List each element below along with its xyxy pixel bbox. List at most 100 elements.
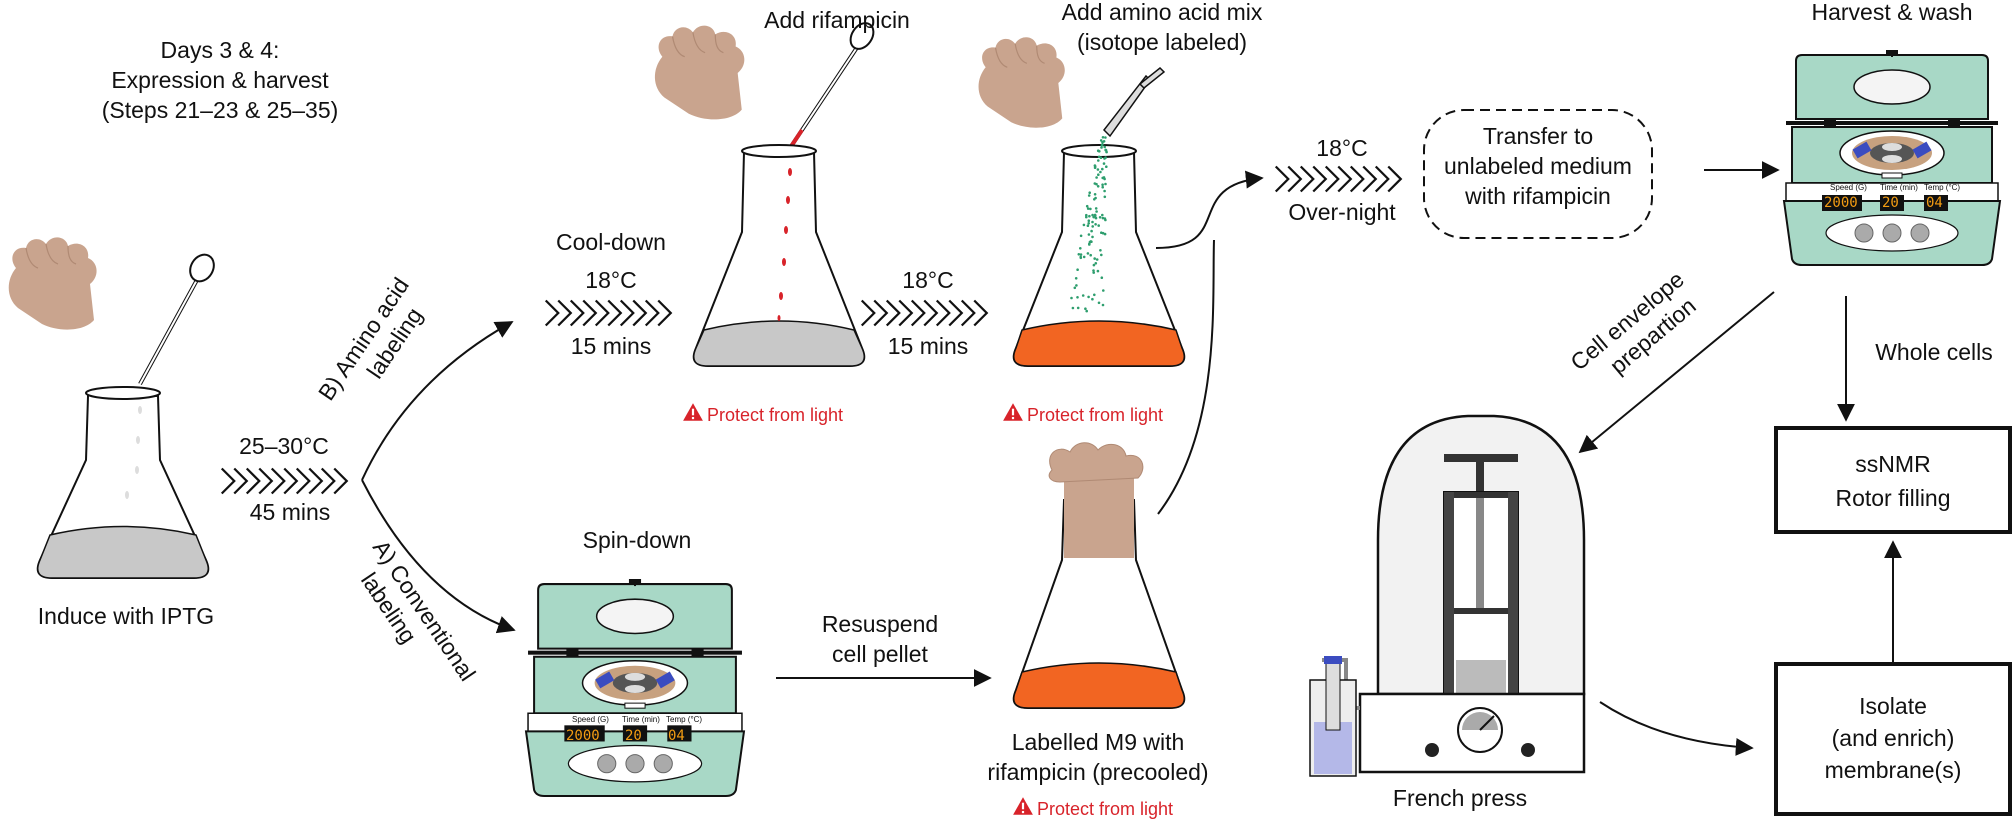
- particle-dot: [1079, 253, 1083, 256]
- particle-dot: [1090, 229, 1093, 233]
- hand-icon: [977, 36, 1066, 129]
- overnight-temp: 18°C: [1316, 135, 1367, 161]
- particle-dot: [1085, 309, 1088, 313]
- particle-dot: [1087, 222, 1090, 225]
- particle-dot: [1092, 269, 1095, 272]
- particle-dot: [1079, 256, 1083, 260]
- particle-dot: [1104, 182, 1107, 186]
- rifampicin-flask: [654, 22, 875, 367]
- isolate-line2: (and enrich): [1832, 725, 1955, 751]
- hand-icon: [654, 24, 745, 121]
- particle-dot: [1102, 289, 1105, 292]
- induce-label: Induce with IPTG: [38, 603, 214, 629]
- amino-acid-flask: [977, 36, 1186, 367]
- particle-dot: [1085, 213, 1088, 217]
- particle-dot: [1082, 223, 1086, 227]
- particle-dot: [1091, 225, 1094, 228]
- particle-dot: [1076, 296, 1079, 299]
- harvest-time: 20: [1882, 195, 1899, 211]
- particle-dot: [1095, 210, 1098, 213]
- particle-dot: [1103, 145, 1106, 149]
- particle-dot: [1076, 306, 1080, 310]
- particle-dot: [1085, 215, 1088, 219]
- harvest-title: Harvest & wash: [1811, 0, 1972, 25]
- harvest-time-label: Time (min): [1880, 183, 1918, 192]
- cooldown-time: 15 mins: [571, 333, 652, 359]
- particle-dot: [1101, 303, 1105, 307]
- spatula-icon: [1103, 66, 1166, 138]
- rifampicin-label: Add rifampicin: [764, 7, 910, 33]
- spindown-speed: 2000: [566, 728, 600, 744]
- spindown-time: 20: [625, 728, 642, 744]
- particle-dot: [1097, 159, 1100, 162]
- particle-dot: [1077, 253, 1081, 256]
- particle-dot: [1086, 252, 1090, 255]
- isolate-line1: Isolate: [1859, 693, 1927, 719]
- particle-dot: [1105, 165, 1108, 168]
- particle-dot: [1093, 164, 1097, 167]
- transfer-line2: unlabeled medium: [1444, 153, 1632, 179]
- frenchpress-label: French press: [1393, 785, 1527, 811]
- particle-dot: [1073, 286, 1077, 290]
- particle-dot: [1092, 215, 1095, 219]
- particle-dot: [1087, 233, 1091, 236]
- particle-dot: [1088, 242, 1091, 246]
- particle-dot: [1096, 168, 1100, 171]
- particle-dot: [1101, 136, 1105, 139]
- particle-dot: [1075, 284, 1078, 287]
- particle-dot: [1093, 257, 1096, 260]
- step2-temp: 18°C: [902, 267, 953, 293]
- particle-dot: [1099, 139, 1103, 142]
- particle-dot: [1089, 207, 1092, 211]
- particle-dot: [1099, 249, 1102, 252]
- particle-dot: [1095, 258, 1099, 261]
- spindown-title: Spin-down: [583, 527, 692, 553]
- particle-dot: [1097, 224, 1100, 227]
- transfer-line1: Transfer to: [1483, 123, 1593, 149]
- particle-dot: [1105, 150, 1108, 154]
- particle-dot: [1086, 207, 1090, 210]
- particle-dot: [1079, 234, 1083, 238]
- aminoacid-line1: Add amino acid mix: [1062, 0, 1263, 25]
- particle-dot: [1074, 277, 1078, 280]
- particle-dot: [1097, 301, 1101, 305]
- branch-temp: 25–30°C: [239, 433, 329, 459]
- particle-dot: [1085, 204, 1089, 208]
- header-line3: (Steps 21–23 & 25–35): [102, 97, 339, 123]
- particle-dot: [1104, 156, 1107, 159]
- centrifuge-icon: [1782, 48, 2002, 267]
- transfer-line3: with rifampicin: [1464, 183, 1611, 209]
- particle-dot: [1093, 213, 1097, 217]
- harvest-temp-label: Temp (°C): [1924, 183, 1960, 192]
- particle-dot: [1087, 194, 1091, 197]
- aminoacid-warning: Protect from light: [1027, 405, 1163, 425]
- particle-dot: [1094, 223, 1097, 226]
- particle-dot: [1094, 216, 1098, 220]
- particle-dot: [1081, 294, 1085, 297]
- warning-icon: [1013, 797, 1033, 815]
- particle-dot: [1086, 224, 1090, 227]
- particle-dot: [1103, 195, 1107, 199]
- spindown-speed-label: Speed (G): [572, 715, 609, 724]
- m9-line1: Labelled M9 with: [1012, 729, 1185, 755]
- particle-dot: [1082, 255, 1086, 259]
- particle-dot: [1103, 232, 1107, 236]
- particle-dot: [1070, 296, 1073, 300]
- particle-dot: [1093, 293, 1096, 297]
- particle-dot: [1094, 207, 1098, 210]
- whole-label: Whole cells: [1875, 339, 1993, 365]
- connector-from-m9: [1157, 239, 1215, 515]
- particle-dot: [1101, 176, 1104, 180]
- particle-dot: [1092, 263, 1096, 267]
- isotope-particles: [1070, 136, 1108, 313]
- m9-warning: Protect from light: [1037, 799, 1173, 819]
- header-line1: Days 3 & 4:: [161, 37, 280, 63]
- particle-dot: [1102, 162, 1106, 165]
- ssnmr-line2: Rotor filling: [1835, 485, 1950, 511]
- cooldown-temp: 18°C: [585, 267, 636, 293]
- isolate-line3: membrane(s): [1825, 757, 1962, 783]
- header-line2: Expression & harvest: [111, 67, 329, 93]
- spindown-centrifuge: Speed (G) Time (min) Temp (°C) 2000 20 0…: [524, 577, 746, 798]
- warning-icon: [1003, 403, 1023, 421]
- particle-dot: [1079, 247, 1082, 250]
